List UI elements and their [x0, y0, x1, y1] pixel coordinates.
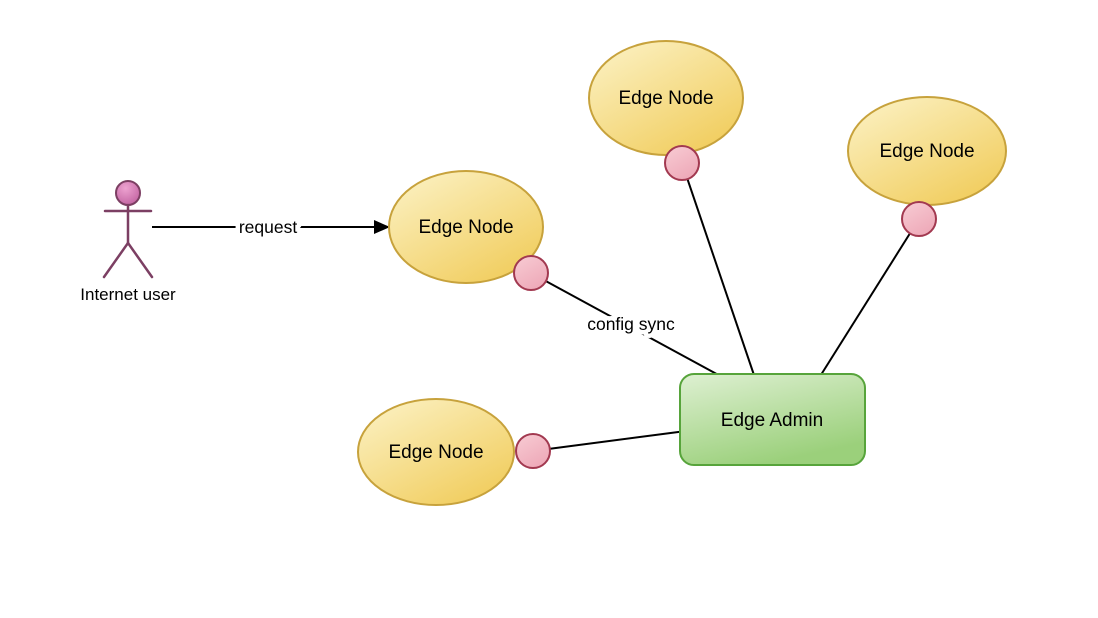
config-sync-label: config sync: [587, 314, 675, 334]
edge-admin: Edge Admin: [679, 373, 866, 466]
edge-node-4-label: Edge Node: [388, 442, 483, 463]
edge-node-4-port: [515, 433, 551, 469]
edge-node-3-connector-line: [818, 218, 920, 379]
actor-leg-right: [126, 241, 154, 279]
edge-node-1: Edge Node: [388, 170, 544, 284]
connectors: [152, 162, 920, 452]
edge-node-4: Edge Node: [357, 398, 515, 506]
edge-node-4-ellipse: [357, 398, 515, 506]
edge-node-1-ellipse: [388, 170, 544, 284]
edge-admin-box: [679, 373, 866, 466]
edge-node-2: Edge Node: [588, 40, 744, 156]
edge-node-2-label: Edge Node: [618, 88, 713, 109]
config-sync-connector-line: [530, 272, 725, 379]
request-arrowhead-icon: [374, 220, 390, 234]
edge-node-1-port: [513, 255, 549, 291]
edge-node-2-port: [664, 145, 700, 181]
request-label: request: [239, 217, 298, 237]
actor-head: [115, 180, 141, 206]
edge-node-3-port: [901, 201, 937, 237]
connector-labels: request config sync: [234, 213, 679, 339]
edge-node-4-connector-line: [532, 430, 687, 452]
ports: [513, 145, 937, 469]
edge-node-1-label: Edge Node: [418, 217, 513, 238]
edge-admin-label: Edge Admin: [721, 410, 823, 431]
edge-node-3-label: Edge Node: [879, 141, 974, 162]
actor-label: Internet user: [80, 285, 176, 304]
actor-internet-user: [102, 180, 154, 279]
edge-node-2-connector-line: [681, 162, 756, 379]
actor-leg-left: [102, 241, 130, 279]
edge-node-3: Edge Node: [847, 96, 1007, 206]
